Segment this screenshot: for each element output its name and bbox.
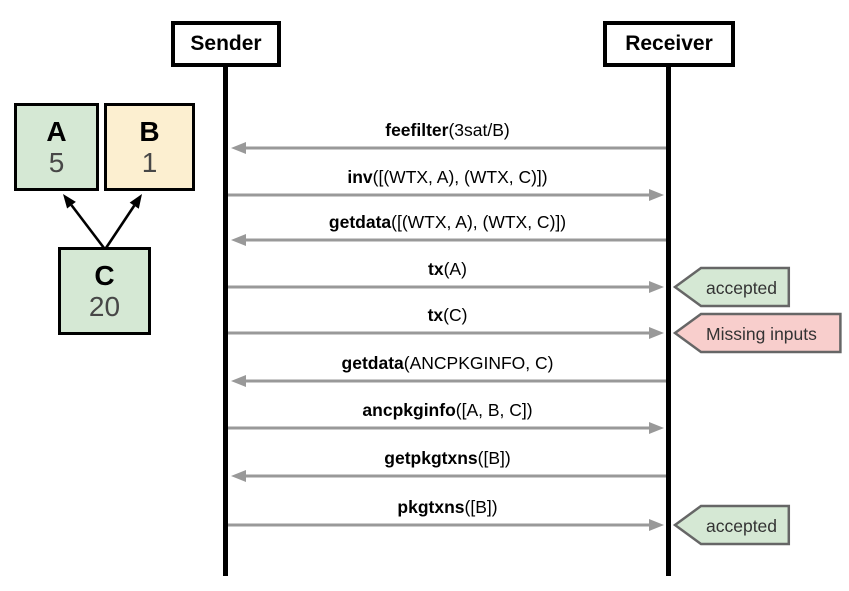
message-name: tx bbox=[427, 305, 444, 325]
message-args: ([B]) bbox=[477, 448, 511, 468]
actor-sender: Sender bbox=[171, 21, 281, 67]
actor-receiver: Receiver bbox=[603, 21, 735, 67]
message-label-getpkgtxns: getpkgtxns([B]) bbox=[235, 446, 660, 470]
message-args: (A) bbox=[443, 259, 467, 279]
message-args: ([(WTX, A), (WTX, C)]) bbox=[372, 167, 548, 187]
message-label-getdata: getdata([(WTX, A), (WTX, C)]) bbox=[235, 210, 660, 234]
tx-node-a-label: A bbox=[46, 115, 67, 147]
tx-node-b-value: 1 bbox=[141, 146, 158, 178]
sender-lifeline bbox=[223, 66, 228, 576]
message-args: ([A, B, C]) bbox=[455, 400, 533, 420]
message-args: (ANCPKGINFO, C) bbox=[403, 353, 554, 373]
message-label-tx: tx(C) bbox=[235, 303, 660, 327]
tx-node-a-value: 5 bbox=[48, 146, 65, 178]
tx-node-a: A 5 bbox=[14, 103, 99, 191]
message-name: inv bbox=[347, 167, 373, 187]
message-label-pkgtxns: pkgtxns([B]) bbox=[235, 495, 660, 519]
tx-node-b: B 1 bbox=[104, 103, 195, 191]
message-name: pkgtxns bbox=[397, 497, 465, 517]
message-name: tx bbox=[428, 259, 444, 279]
message-name: getdata bbox=[328, 212, 392, 232]
message-args: ([(WTX, A), (WTX, C)]) bbox=[391, 212, 567, 232]
receiver-lifeline bbox=[666, 66, 671, 576]
message-label-inv: inv([(WTX, A), (WTX, C)]) bbox=[235, 165, 660, 189]
message-label-tx: tx(A) bbox=[235, 257, 660, 281]
message-args: (3sat/B) bbox=[448, 120, 510, 140]
message-args: ([B]) bbox=[464, 497, 498, 517]
message-name: getdata bbox=[341, 353, 404, 373]
message-label-ancpkginfo: ancpkginfo([A, B, C]) bbox=[235, 398, 660, 422]
tx-node-c-label: C bbox=[94, 259, 115, 291]
message-name: getpkgtxns bbox=[384, 448, 478, 468]
message-label-getdata: getdata(ANCPKGINFO, C) bbox=[235, 351, 660, 375]
message-args: (C) bbox=[443, 305, 468, 325]
message-label-feefilter: feefilter(3sat/B) bbox=[235, 118, 660, 142]
message-name: ancpkginfo bbox=[362, 400, 456, 420]
tx-node-c-value: 20 bbox=[88, 290, 121, 322]
tx-node-b-label: B bbox=[139, 115, 160, 147]
message-name: feefilter bbox=[385, 120, 449, 140]
tx-node-c: C 20 bbox=[58, 247, 151, 335]
